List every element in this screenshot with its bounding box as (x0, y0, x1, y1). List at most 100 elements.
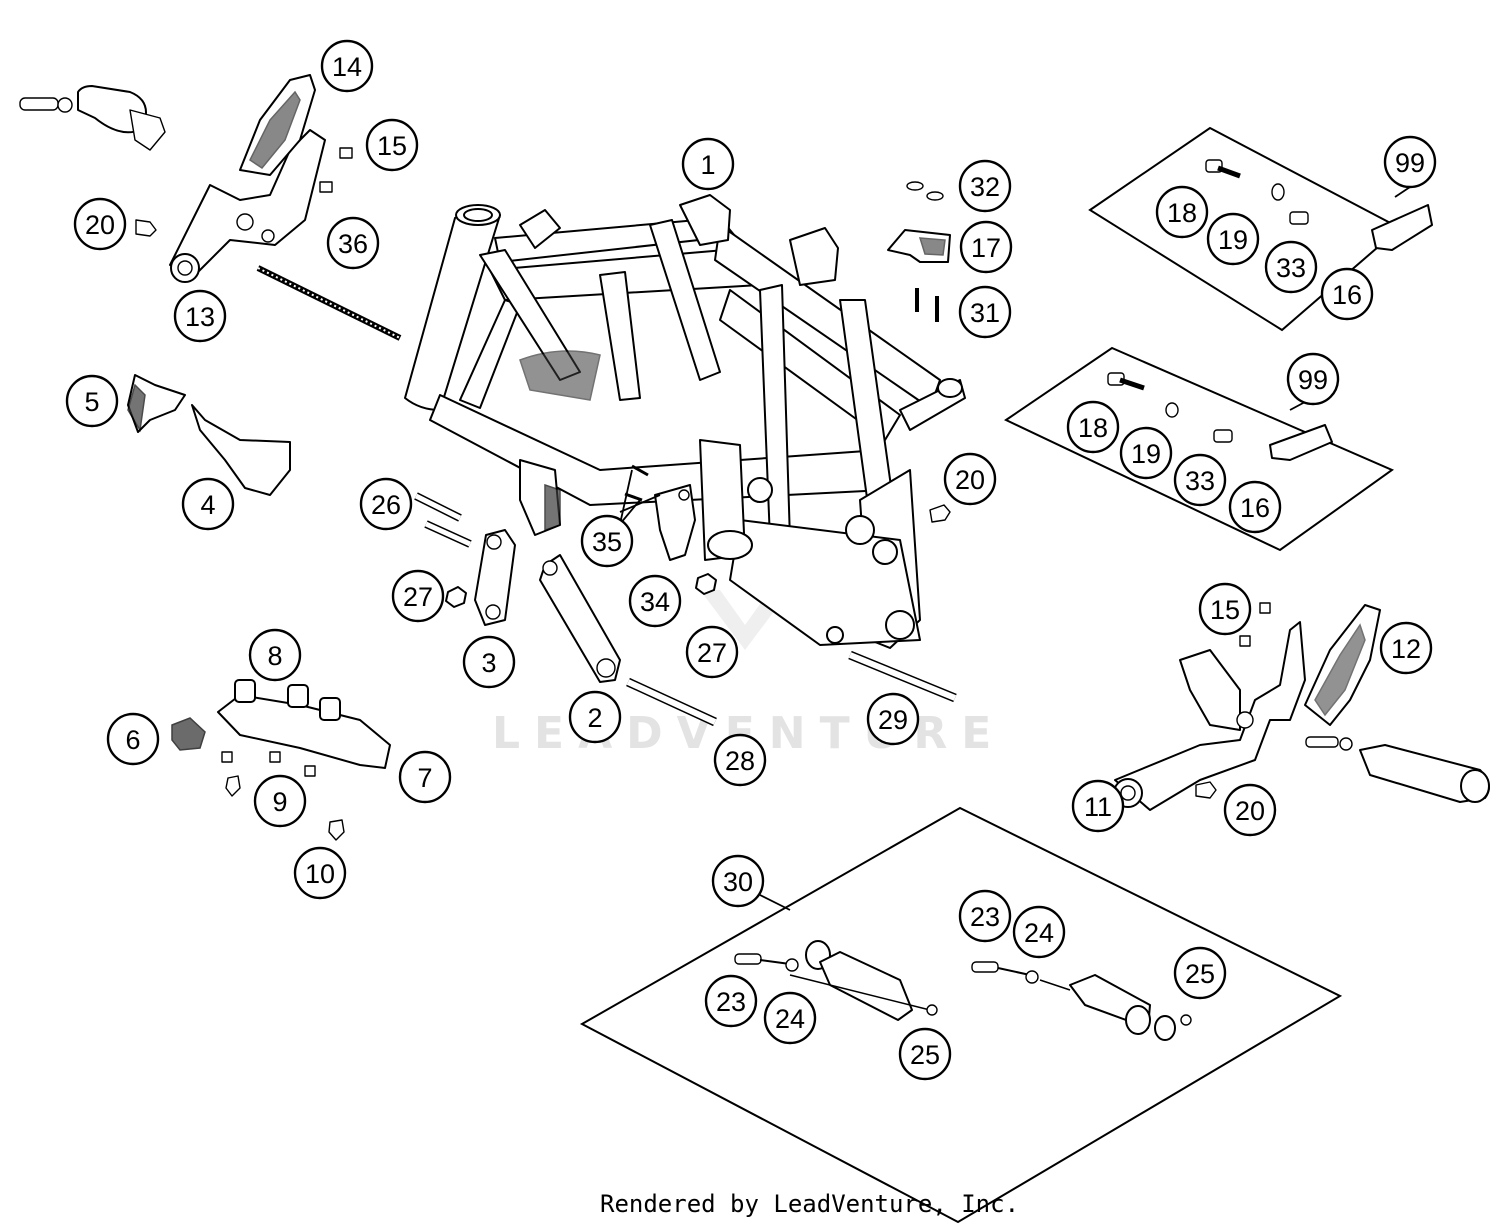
kit-30-left-footpeg[interactable] (734, 940, 938, 1021)
part-33-sleeve-lower[interactable] (1213, 429, 1233, 443)
callout-c16b[interactable]: 16 (1228, 480, 1282, 534)
part-9-screws[interactable] (221, 751, 316, 797)
callout-c20c[interactable]: 20 (1223, 783, 1277, 837)
callout-c17[interactable]: 17 (959, 220, 1013, 274)
callout-c36[interactable]: 36 (326, 216, 380, 270)
callout-c18a[interactable]: 18 (1155, 185, 1209, 239)
callout-label: 34 (640, 587, 670, 617)
part-11-right-footrest-bracket[interactable] (1113, 621, 1306, 811)
callout-c3[interactable]: 3 (462, 635, 516, 689)
callout-c4[interactable]: 4 (181, 477, 235, 531)
callout-c8[interactable]: 8 (248, 628, 302, 682)
callout-c99b[interactable]: 99 (1286, 352, 1340, 406)
callout-c6[interactable]: 6 (106, 712, 160, 766)
callout-c24b[interactable]: 24 (1012, 905, 1066, 959)
part-18-bolt-upper[interactable] (1205, 159, 1241, 179)
part-10-clip[interactable] (328, 819, 345, 841)
callout-c19b[interactable]: 19 (1119, 426, 1173, 480)
callout-c99a[interactable]: 99 (1383, 135, 1437, 189)
part-5-guard[interactable] (127, 374, 186, 433)
part-19-washer-upper[interactable] (1271, 183, 1285, 201)
callout-c5[interactable]: 5 (65, 374, 119, 428)
callout-c29[interactable]: 29 (866, 692, 920, 746)
callout-label: 15 (1210, 595, 1240, 625)
part-19-washer-lower[interactable] (1165, 402, 1179, 418)
callout-c26[interactable]: 26 (359, 477, 413, 531)
callout-c33b[interactable]: 33 (1173, 453, 1227, 507)
callout-circle (65, 374, 119, 428)
kit-30-right-footpeg[interactable] (971, 961, 1192, 1041)
part-34-bracket[interactable] (654, 484, 696, 561)
callout-c30[interactable]: 30 (711, 854, 765, 908)
fastener-35[interactable] (624, 464, 649, 502)
callout-c2[interactable]: 2 (568, 690, 622, 744)
nut-27-left[interactable] (445, 586, 467, 608)
callout-c27b[interactable]: 27 (685, 625, 739, 679)
bolt-26-upper[interactable] (414, 492, 462, 522)
part-32-washers[interactable] (906, 181, 944, 201)
callout-c11[interactable]: 11 (1071, 779, 1125, 833)
part-8-rubber-dampers[interactable] (234, 679, 341, 721)
bolt-20-right[interactable] (929, 504, 951, 523)
callout-c35[interactable]: 35 (580, 514, 634, 568)
bolt-29[interactable] (848, 650, 957, 703)
callout-c27a[interactable]: 27 (391, 569, 445, 623)
callout-label: 10 (305, 859, 335, 889)
callout-c1[interactable]: 1 (681, 137, 735, 191)
part-2-strut[interactable] (539, 554, 621, 683)
callout-c20b[interactable]: 20 (943, 452, 997, 506)
callout-circle (1223, 783, 1277, 837)
part-18-bolt-lower[interactable] (1107, 372, 1145, 391)
callout-c7[interactable]: 7 (398, 750, 452, 804)
part-12-heel-guard[interactable] (1304, 604, 1381, 726)
callout-c14[interactable]: 14 (320, 39, 374, 93)
callout-c23b[interactable]: 23 (958, 889, 1012, 943)
callout-c18b[interactable]: 18 (1066, 400, 1120, 454)
callout-c19a[interactable]: 19 (1206, 212, 1260, 266)
callout-c31[interactable]: 31 (958, 285, 1012, 339)
callout-c10[interactable]: 10 (293, 846, 347, 900)
part-3-link[interactable] (474, 529, 516, 626)
callout-label: 6 (125, 725, 140, 755)
callout-c25b[interactable]: 25 (1173, 946, 1227, 1000)
part-7-plate[interactable] (217, 694, 391, 769)
part-14-heel-guard[interactable] (239, 74, 316, 176)
callout-circle (1173, 946, 1227, 1000)
fastener-20-right-bottom[interactable] (1195, 781, 1217, 799)
callout-c16a[interactable]: 16 (1320, 267, 1374, 321)
part-31-bolts[interactable] (915, 288, 939, 322)
callout-c34[interactable]: 34 (628, 574, 682, 628)
part-right-footpeg[interactable] (1305, 736, 1490, 803)
part-left-footpeg[interactable] (19, 85, 166, 151)
callout-c24a[interactable]: 24 (763, 991, 817, 1045)
callout-c12[interactable]: 12 (1379, 621, 1433, 675)
main-frame[interactable] (404, 194, 966, 649)
part-33-sleeve-upper[interactable] (1289, 211, 1309, 225)
bolt-26-lower[interactable] (424, 520, 472, 548)
callout-c25a[interactable]: 25 (898, 1027, 952, 1081)
fastener-15-left[interactable] (319, 147, 353, 193)
nut-27-center[interactable] (695, 573, 717, 595)
part-17-bracket[interactable] (887, 229, 951, 263)
callout-c20a[interactable]: 20 (73, 197, 127, 251)
bolt-28[interactable] (626, 677, 717, 727)
fastener-20-left[interactable] (135, 219, 157, 237)
callout-c15b[interactable]: 15 (1198, 582, 1252, 636)
callout-c23a[interactable]: 23 (704, 974, 758, 1028)
part-6-clip[interactable] (171, 717, 206, 751)
fastener-15-right[interactable] (1239, 602, 1271, 647)
callout-c9[interactable]: 9 (253, 774, 307, 828)
part-36-rod[interactable] (256, 265, 402, 341)
callout-c32[interactable]: 32 (958, 159, 1012, 213)
part-13-left-footrest-bracket[interactable] (169, 129, 326, 283)
callout-circle (391, 569, 445, 623)
part-16-slider-lower[interactable] (1269, 424, 1333, 461)
part-16-slider-upper[interactable] (1371, 204, 1433, 251)
callout-c33a[interactable]: 33 (1264, 240, 1318, 294)
callout-circle (958, 285, 1012, 339)
part-4-cover[interactable] (191, 404, 291, 496)
callout-c28[interactable]: 28 (713, 733, 767, 787)
callout-label: 33 (1276, 253, 1306, 283)
callout-c13[interactable]: 13 (173, 289, 227, 343)
callout-c15a[interactable]: 15 (365, 118, 419, 172)
